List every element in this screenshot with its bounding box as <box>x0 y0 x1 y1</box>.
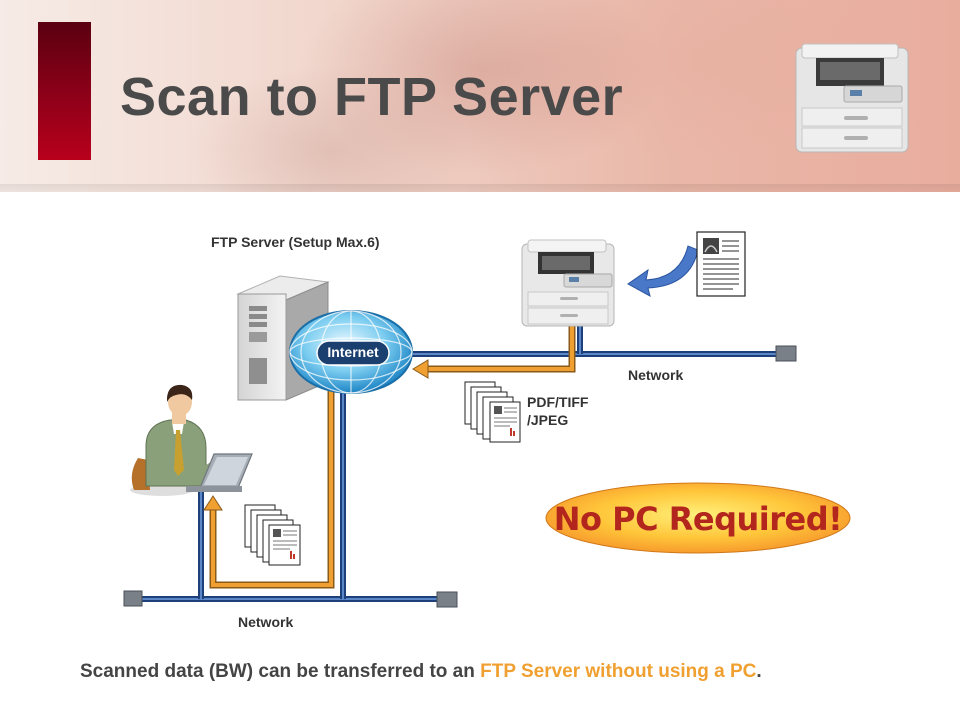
network-terminator-right <box>775 345 797 362</box>
caption-highlight: FTP Server without using a PC <box>480 661 757 682</box>
file-stack-icon <box>244 504 301 566</box>
mfp-printer-icon <box>521 239 615 327</box>
network-terminator-left <box>123 590 143 607</box>
caption-text-2: . <box>756 661 762 682</box>
header-divider <box>0 184 960 192</box>
network-terminator-bottom <box>436 591 458 608</box>
page-title: Scan to FTP Server <box>120 67 624 127</box>
arrow-to-pc <box>203 495 223 511</box>
header-printer-icon <box>795 43 909 153</box>
title-accent-bar <box>38 22 91 160</box>
scan-arrow-icon <box>627 245 699 297</box>
transfer-path <box>203 312 576 589</box>
file-stack-icon <box>464 381 521 443</box>
file-format-line-1: PDF/TIFF <box>527 394 589 410</box>
network-label-bottom: Network <box>238 614 294 630</box>
slide-caption: Scanned data (BW) can be transferred to … <box>80 661 762 683</box>
file-format-line-2: /JPEG <box>527 412 569 428</box>
arrow-to-internet <box>412 359 429 379</box>
scanned-document-icon <box>696 231 746 297</box>
internet-globe-icon <box>289 310 413 394</box>
file-format-label: PDF/TIFF /JPEG <box>527 393 588 429</box>
caption-text-1: Scanned data (BW) can be transferred to … <box>80 661 481 682</box>
internet-label: Internet <box>327 344 379 360</box>
no-pc-required-callout <box>545 482 851 554</box>
network-label-right: Network <box>628 367 684 383</box>
ftp-server-label: FTP Server (Setup Max.6) <box>211 234 380 250</box>
user-with-laptop-icon <box>130 384 253 496</box>
no-pc-required-text: No PC Required! <box>553 500 843 538</box>
header-banner <box>0 0 960 192</box>
